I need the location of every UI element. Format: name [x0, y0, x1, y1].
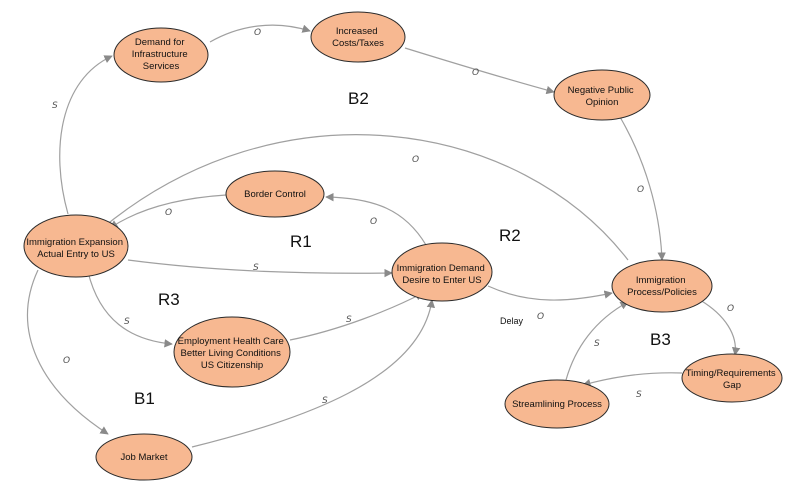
edge-job-market-to-demand [191, 299, 436, 448]
node-immigration-expansion[interactable]: Immigration Expansion Actual Entry to US [23, 214, 129, 278]
loop-label-b3: B3 [650, 330, 671, 349]
edge-expansion-to-demand [127, 259, 393, 278]
polarity-process-to-timing: O [727, 304, 734, 314]
node-timing-gap-shape [681, 353, 783, 403]
polarity-infrastructure-to-costs: O [254, 28, 261, 38]
polarity-border-to-expansion: O [165, 208, 172, 218]
polarity-expansion-to-demand: S [253, 263, 259, 273]
polarity-expansion-to-employment: S [124, 317, 130, 327]
polarity-demand-to-process: O [537, 312, 544, 322]
node-border-control-shape [225, 170, 325, 218]
node-immigration-process-shape [611, 259, 713, 313]
node-demand-infrastructure[interactable]: Demand for Infrastructure Services [113, 27, 209, 83]
node-immigration-process-label: Immigration Process/Policies [627, 275, 697, 298]
node-demand-infrastructure-shape [113, 27, 209, 83]
loop-label-r1: R1 [290, 232, 312, 251]
edge-expansion-to-job-market [26, 269, 109, 435]
polarity-process-to-expansion: O [412, 155, 419, 165]
node-border-control[interactable]: Border Control [225, 170, 325, 218]
polarity-employment-to-demand: S [346, 315, 352, 325]
node-immigration-expansion-label: Immigration Expansion Actual Entry to US [26, 237, 125, 260]
node-employment-label: Employment Health Care Better Living Con… [178, 336, 287, 371]
node-immigration-demand[interactable]: Immigration Demand Desire to Enter US [391, 242, 493, 302]
node-immigration-demand-shape [391, 242, 493, 302]
edge-border-to-expansion [109, 194, 227, 229]
node-streamlining-label: Streamlining Process [512, 399, 602, 410]
edge-costs-to-opinion [404, 47, 555, 95]
node-timing-gap-label: Timing/Requirements Gap [686, 368, 779, 391]
node-employment[interactable]: Employment Health Care Better Living Con… [173, 316, 291, 388]
node-immigration-expansion-shape [23, 214, 129, 278]
node-demand-infrastructure-label: Demand for Infrastructure Services [132, 37, 191, 72]
node-employment-shape [173, 316, 291, 388]
polarity-job-market-to-demand: S [322, 396, 328, 406]
edge-infrastructure-to-costs [209, 24, 311, 43]
node-border-control-label: Border Control [244, 189, 306, 200]
edge-expansion-to-infrastructure [59, 55, 113, 215]
edge-opinion-to-process [619, 116, 666, 261]
loop-label-r3: R3 [158, 290, 180, 309]
edge-streamlining-to-process [565, 301, 629, 381]
edge-employment-to-demand [289, 292, 424, 341]
node-timing-gap[interactable]: Timing/Requirements Gap [681, 353, 783, 403]
node-job-market-label: Job Market [121, 452, 168, 463]
edge-process-to-timing [699, 299, 741, 356]
node-streamlining[interactable]: Streamlining Process [504, 379, 610, 429]
node-immigration-demand-label: Immigration Demand Desire to Enter US [397, 263, 488, 286]
node-immigration-process[interactable]: Immigration Process/Policies [611, 259, 713, 313]
edge-demand-to-border [325, 192, 427, 246]
node-increased-costs-shape [310, 11, 406, 63]
node-job-market[interactable]: Job Market [95, 433, 193, 481]
node-negative-opinion-label: Negative Public Opinion [568, 85, 637, 108]
loop-label-b1: B1 [134, 389, 155, 408]
node-negative-opinion[interactable]: Negative Public Opinion [553, 69, 651, 121]
node-increased-costs-label: Increased Costs/Taxes [332, 26, 384, 49]
polarity-costs-to-opinion: O [472, 68, 479, 78]
delay-label: Delay [500, 316, 524, 326]
polarity-expansion-to-infrastructure: S [52, 101, 58, 111]
polarity-opinion-to-process: O [637, 185, 644, 195]
polarity-streamlining-to-process: S [594, 339, 600, 349]
polarity-timing-to-streamlining: S [636, 390, 642, 400]
edge-process-to-expansion [99, 134, 629, 261]
polarity-expansion-to-job-market: O [63, 356, 70, 366]
loop-label-r2: R2 [499, 226, 521, 245]
node-job-market-shape [95, 433, 193, 481]
node-increased-costs[interactable]: Increased Costs/Taxes [310, 11, 406, 63]
edge-expansion-to-employment [87, 271, 173, 348]
edge-timing-to-streamlining [582, 372, 683, 388]
node-negative-opinion-shape [553, 69, 651, 121]
polarity-demand-to-border: O [370, 217, 377, 227]
node-streamlining-shape [504, 379, 610, 429]
edge-demand-to-process [487, 285, 613, 301]
loop-label-b2: B2 [348, 89, 369, 108]
